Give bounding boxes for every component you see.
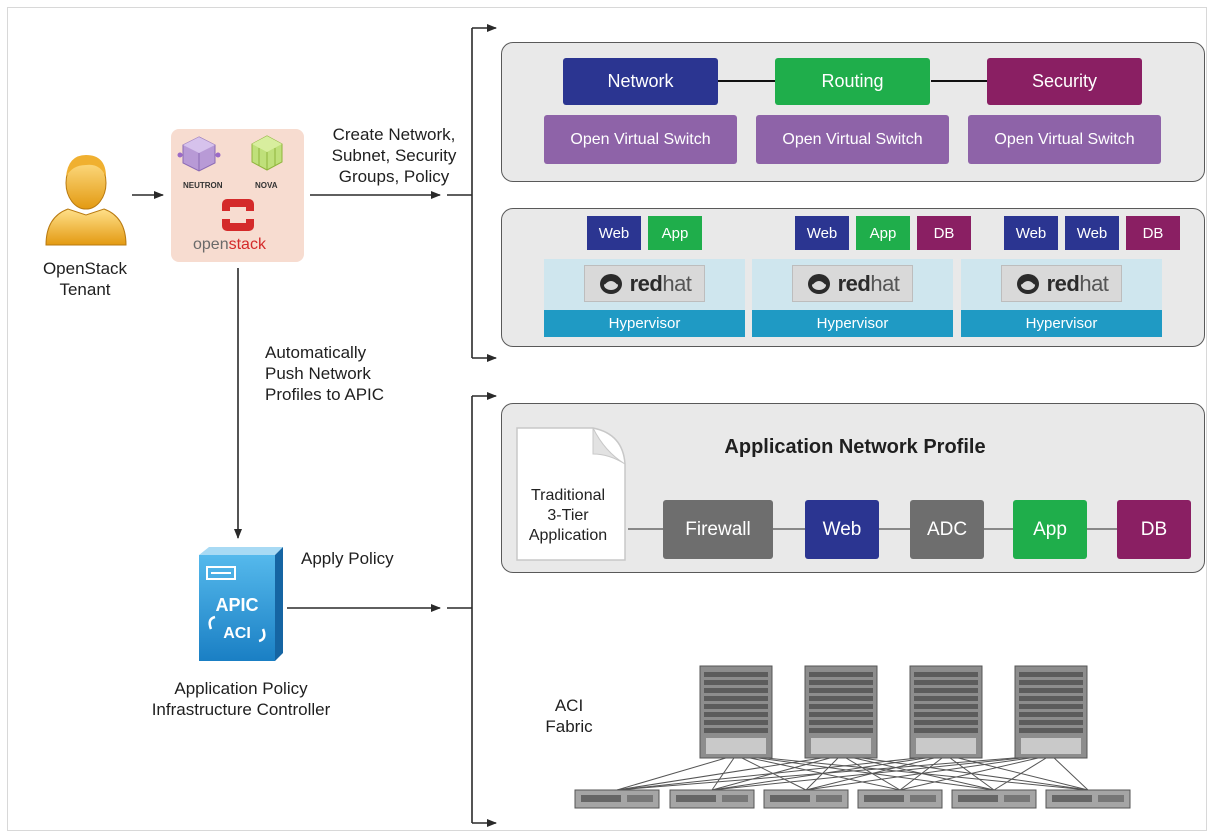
open-virtual-switch: Open Virtual Switch — [968, 115, 1161, 164]
create-line3: Groups, Policy — [338, 167, 450, 186]
create-line2: Subnet, Security — [331, 146, 457, 165]
chain-firewall: Firewall — [663, 500, 773, 559]
vm-web: Web — [795, 216, 849, 250]
auto-line3: Profiles to APIC — [265, 385, 385, 404]
vm-db: DB — [917, 216, 971, 250]
open-virtual-switch: Open Virtual Switch — [544, 115, 737, 164]
auto-line1: Automatically — [265, 343, 367, 362]
apply-policy-label: Apply Policy — [301, 549, 394, 568]
leaf-switch — [574, 789, 660, 809]
vm-app: App — [648, 216, 702, 250]
aci-line1: ACI — [554, 696, 584, 715]
redhat-logo: redhat — [1001, 265, 1122, 302]
spine-switch — [1014, 665, 1088, 759]
leaf-switch — [1045, 789, 1131, 809]
tenant-label-line1: OpenStack — [42, 259, 128, 278]
doc-line3: Application — [528, 527, 608, 544]
vm-web: Web — [587, 216, 641, 250]
chain-db: DB — [1117, 500, 1191, 559]
spine-switch — [699, 665, 773, 759]
redhat-logo-icon — [807, 273, 830, 294]
nova-label: NOVA — [255, 181, 278, 190]
redhat-hat: hat — [870, 270, 900, 296]
openstack-logo-icon — [222, 199, 254, 231]
redhat-red: red — [629, 270, 663, 296]
hypervisor-bar: Hypervisor — [961, 310, 1162, 337]
apic-aci-label: ACI — [223, 625, 251, 642]
redhat-red: red — [1046, 270, 1080, 296]
neutron-cube-icon — [177, 136, 221, 172]
nova-cube-icon — [251, 135, 283, 171]
leaf-switch — [857, 789, 943, 809]
redhat-logo-icon — [1016, 273, 1039, 294]
openstack-wordmark-stack: stack — [228, 236, 266, 253]
leaf-switch — [763, 789, 849, 809]
document-icon — [516, 427, 626, 561]
spine-switch — [909, 665, 983, 759]
apic-label: Application Policy Infrastructure Contro… — [126, 678, 356, 720]
redhat-hat: hat — [1079, 270, 1109, 296]
spine-switch — [804, 665, 878, 759]
create-line1: Create Network, — [332, 125, 456, 144]
openstack-wordmark-open: open — [193, 236, 229, 253]
redhat-wordmark: redhat — [838, 271, 900, 297]
chain-web: Web — [805, 500, 879, 559]
hypervisor-bar: Hypervisor — [752, 310, 953, 337]
chain-adc: ADC — [910, 500, 984, 559]
aci-fabric-label: ACI Fabric — [534, 695, 604, 737]
figure-frame — [7, 7, 1207, 831]
chain-app: App — [1013, 500, 1087, 559]
tenant-label: OpenStack Tenant — [30, 258, 140, 300]
redhat-hat: hat — [662, 270, 692, 296]
leaf-switch — [951, 789, 1037, 809]
apic-server-icon — [199, 547, 283, 661]
vm-app: App — [856, 216, 910, 250]
openstack-wordmark: openstack — [193, 236, 266, 254]
redhat-logo: redhat — [584, 265, 705, 302]
apic-label-line1: Application Policy — [174, 679, 308, 698]
service-security: Security — [987, 58, 1142, 105]
apic-label-line2: Infrastructure Controller — [151, 700, 331, 719]
aci-line2: Fabric — [545, 717, 593, 736]
aci-fabric-icon — [574, 665, 1131, 809]
redhat-red: red — [837, 270, 871, 296]
apic-title: APIC — [215, 595, 259, 615]
redhat-logo: redhat — [792, 265, 913, 302]
vm-web: Web — [1004, 216, 1058, 250]
vm-db: DB — [1126, 216, 1180, 250]
vm-web: Web — [1065, 216, 1119, 250]
doc-line1: Traditional — [530, 487, 606, 504]
open-virtual-switch: Open Virtual Switch — [756, 115, 949, 164]
hypervisor-bar: Hypervisor — [544, 310, 745, 337]
auto-line2: Push Network — [265, 364, 371, 383]
redhat-wordmark: redhat — [630, 271, 692, 297]
doc-line2: 3-Tier — [547, 507, 589, 524]
service-routing: Routing — [775, 58, 930, 105]
leaf-switch — [669, 789, 755, 809]
document-label: Traditional 3-Tier Application — [520, 486, 616, 546]
neutron-label: NEUTRON — [183, 181, 223, 190]
redhat-logo-icon — [599, 273, 622, 294]
service-network: Network — [563, 58, 718, 105]
create-network-label: Create Network, Subnet, Security Groups,… — [314, 124, 474, 187]
tenant-user-icon — [45, 155, 127, 246]
tenant-label-line2: Tenant — [59, 280, 111, 299]
auto-push-label: Automatically Push Network Profiles to A… — [265, 342, 435, 405]
profile-title: Application Network Profile — [724, 436, 986, 458]
openstack-box: NEUTRON NOVA openstack — [171, 129, 304, 262]
redhat-wordmark: redhat — [1047, 271, 1109, 297]
